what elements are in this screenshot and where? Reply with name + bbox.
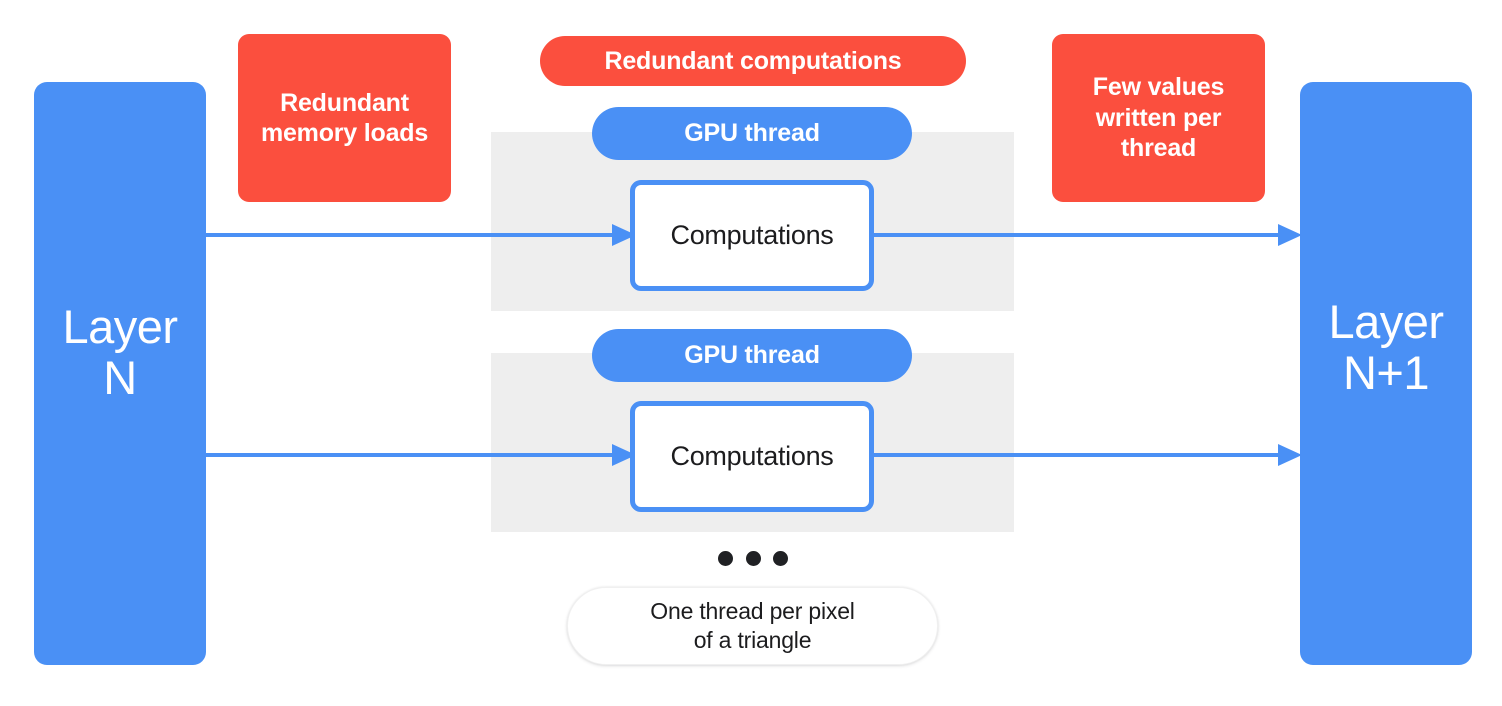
layer-n-plus-1-label-line2: N+1 <box>1342 345 1430 399</box>
callout-redundant-memory-loads: Redundant memory loads <box>238 34 451 202</box>
ellipsis-more-threads-icon <box>718 550 788 566</box>
callout-redundant-computations-label: Redundant computations <box>604 46 902 75</box>
layer-n-label-line2: N <box>103 350 137 404</box>
layer-n-label-line1: Layer <box>62 300 178 353</box>
ellipsis-dot <box>773 550 788 566</box>
caption-line1: One thread per pixel <box>650 597 855 624</box>
ellipsis-dot <box>745 550 761 566</box>
callout-few-values-written: Few values written per thread <box>1052 34 1265 202</box>
computations-box-2-label: Computations <box>670 441 834 471</box>
callout-few-values-written-label: Few values written per thread <box>1092 73 1225 163</box>
computations-box-1-label: Computations <box>670 220 834 250</box>
caption-one-thread-per-pixel: One thread per pixel of a triangle <box>567 587 938 665</box>
callout-redundant-computations: Redundant computations <box>540 36 966 86</box>
callout-redundant-memory-loads-label: Redundant memory loads <box>260 88 429 148</box>
layer-n-plus-1-block: Layer N+1 <box>1300 82 1472 665</box>
layer-n-block: Layer N <box>34 82 206 665</box>
layer-n-plus-1-label-line1: Layer <box>1328 295 1444 348</box>
gpu-thread-pill-2-label: GPU thread <box>684 341 820 369</box>
caption-line2: of a triangle <box>693 627 812 653</box>
gpu-thread-pill-2: GPU thread <box>592 329 912 382</box>
computations-box-2: Computations <box>630 401 874 512</box>
computations-box-1: Computations <box>630 180 874 291</box>
gpu-thread-pill-1-label: GPU thread <box>684 119 820 147</box>
gpu-thread-pill-1: GPU thread <box>592 107 912 160</box>
ellipsis-dot <box>718 550 733 566</box>
